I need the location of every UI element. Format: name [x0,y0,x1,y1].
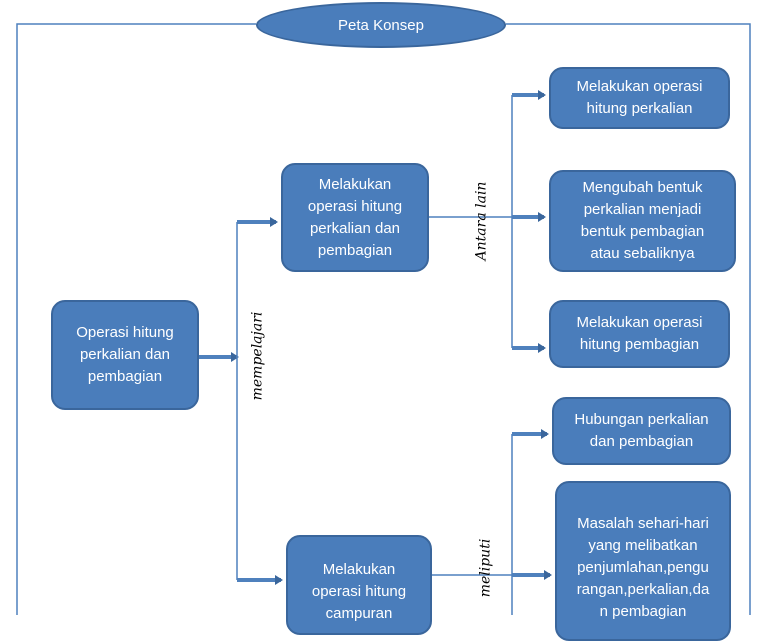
node-root: Operasi hitung perkalian dan pembagian [51,300,199,410]
node-multiply-divide: Melakukan operasi hitung perkalian dan p… [281,163,429,272]
node-multiplication: Melakukan operasi hitung perkalian [549,67,730,129]
title-node: Peta Konsep [256,2,506,48]
node-mixed-operations: Melakukan operasi hitung campuran [286,535,432,635]
frame-line [506,23,751,615]
node-multiply-divide-label: Melakukan operasi hitung perkalian dan p… [307,175,403,259]
edge-label-mempelajari: mempelajari [249,311,266,401]
frame-line [16,23,256,615]
edge-label-antara-lain: Antara lain [473,181,490,261]
node-division-label: Melakukan operasi hitung pembagian [576,314,703,353]
connector-layer [16,23,751,615]
node-daily-problems-label: Masalah sehari-hari yang melibatkan penj… [576,515,710,620]
node-daily-problems: Masalah sehari-hari yang melibatkan penj… [555,481,731,641]
title-text: Peta Konsep [338,16,424,34]
node-root-label: Operasi hitung perkalian dan pembagian [76,324,174,385]
node-convert-form-label: Mengubah bentuk perkalian menjadi bentuk… [580,179,705,262]
node-relation: Hubungan perkalian dan pembagian [552,397,731,465]
edge-label-meliputi: meliputi [477,538,494,598]
node-multiplication-label: Melakukan operasi hitung perkalian [576,78,703,117]
node-convert-form: Mengubah bentuk perkalian menjadi bentuk… [549,170,736,272]
node-mixed-operations-label: Melakukan operasi hitung campuran [311,561,407,622]
node-relation-label: Hubungan perkalian dan pembagian [574,411,709,450]
node-division: Melakukan operasi hitung pembagian [549,300,730,368]
